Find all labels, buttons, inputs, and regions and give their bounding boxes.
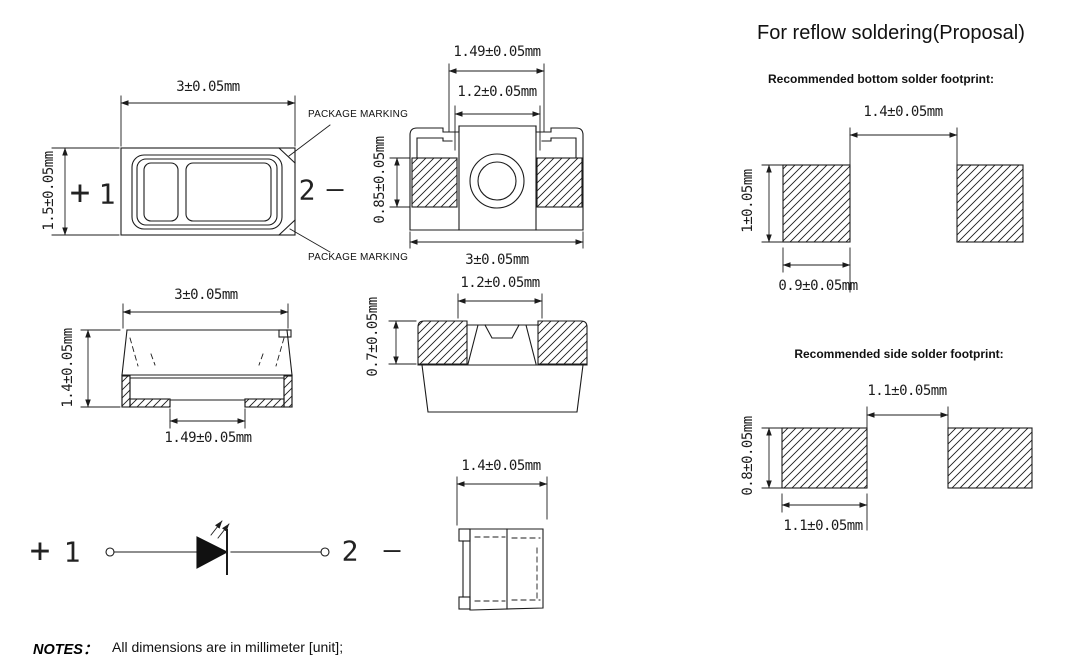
dim-bottom-footprint-pad-height: 1±0.05mm bbox=[740, 169, 756, 233]
diode-triangle bbox=[196, 536, 229, 569]
top-view-drawing bbox=[51, 95, 331, 253]
dim-bottom-view-inner-slot: 1.2±0.05mm bbox=[457, 84, 537, 100]
light-arrow bbox=[210, 520, 223, 536]
top-view-pin2-label: 2 bbox=[298, 173, 316, 207]
side-footprint-drawing bbox=[761, 406, 1033, 531]
bottom-footprint-drawing bbox=[761, 127, 1024, 293]
dim-end-view-width: 1.4±0.05mm bbox=[461, 458, 541, 474]
end-view-drawing bbox=[456, 476, 548, 611]
cathode-terminal bbox=[320, 547, 330, 557]
notes-text: All dimensions are in millimeter [unit]; bbox=[112, 639, 344, 655]
circuit-symbol-drawing bbox=[105, 520, 330, 575]
dim-side-view-top-width: 1.2±0.05mm bbox=[460, 275, 540, 291]
dim-top-view-width: 3±0.05mm bbox=[176, 79, 240, 95]
circuit-pin1-label: 1 bbox=[63, 535, 81, 569]
top-view-plus-sign: + bbox=[69, 173, 91, 213]
dim-bottom-footprint-pad-width: 0.9±0.05mm bbox=[778, 278, 858, 294]
circuit-minus-sign: — bbox=[383, 532, 401, 566]
circuit-pin2-label: 2 bbox=[341, 534, 359, 568]
notes-label: NOTES： bbox=[33, 642, 98, 658]
leader-line-top-marking bbox=[288, 124, 331, 157]
page-title: For reflow soldering(Proposal) bbox=[757, 22, 1025, 44]
front-view-drawing bbox=[80, 303, 293, 429]
top-view-minus-sign: — bbox=[326, 171, 344, 205]
leader-line-bottom-marking bbox=[289, 228, 331, 253]
dim-side-view-pad-height: 0.7±0.05mm bbox=[365, 297, 381, 377]
dim-side-footprint-pad-height: 0.8±0.05mm bbox=[740, 416, 756, 496]
package-marking-label-bottom: PACKAGE MARKING bbox=[308, 252, 409, 263]
bottom-view-drawing bbox=[389, 63, 584, 249]
dim-bottom-view-width: 3±0.05mm bbox=[465, 252, 529, 268]
anode-terminal bbox=[105, 547, 115, 557]
dim-side-footprint-pad-width: 1.1±0.05mm bbox=[783, 518, 863, 534]
dim-front-view-width: 3±0.05mm bbox=[174, 287, 238, 303]
bottom-footprint-caption: Recommended bottom solder footprint: bbox=[768, 72, 994, 86]
package-marking-label-top: PACKAGE MARKING bbox=[308, 109, 409, 120]
dim-front-view-height: 1.4±0.05mm bbox=[60, 328, 76, 408]
dim-bottom-footprint-gap: 1.4±0.05mm bbox=[863, 104, 943, 120]
dim-top-view-height: 1.5±0.05mm bbox=[41, 151, 57, 231]
circuit-plus-sign: + bbox=[29, 531, 51, 571]
dim-side-footprint-gap: 1.1±0.05mm bbox=[867, 383, 947, 399]
side-view-drawing bbox=[388, 293, 588, 413]
top-view-pin1-label: 1 bbox=[98, 177, 116, 211]
dim-bottom-view-outer-slot: 1.49±0.05mm bbox=[453, 44, 541, 60]
side-footprint-caption: Recommended side solder footprint: bbox=[794, 347, 1004, 361]
dim-bottom-view-pad-height: 0.85±0.05mm bbox=[372, 136, 388, 224]
light-arrow bbox=[217, 523, 230, 539]
dim-front-view-slot: 1.49±0.05mm bbox=[164, 430, 252, 446]
